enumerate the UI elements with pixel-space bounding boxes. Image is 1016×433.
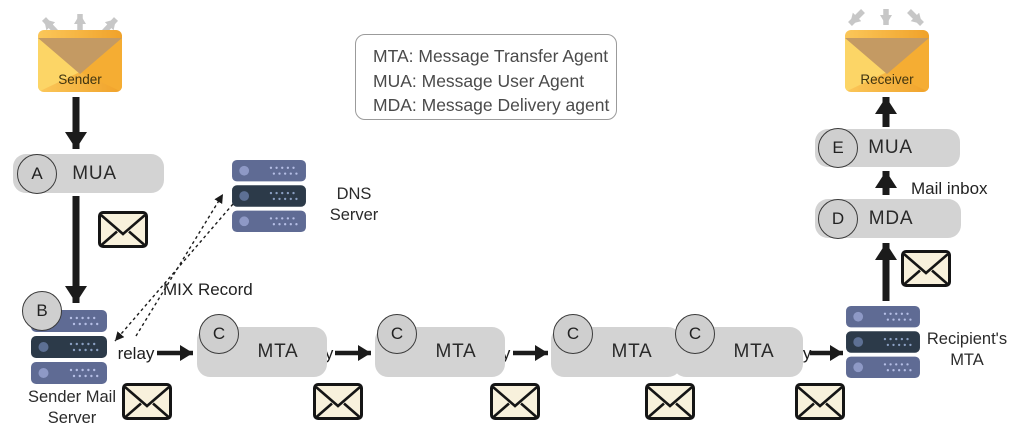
dns-query-arrow: [135, 193, 224, 337]
dns-server-caption: DNS Server: [329, 185, 379, 224]
server-unit: [846, 356, 920, 378]
badge-c-2-letter: C: [390, 324, 404, 343]
mua-a-label: MUA: [72, 162, 117, 184]
server-unit: [232, 210, 306, 232]
envelope-icon: [795, 383, 845, 420]
envelope-icon: [122, 383, 172, 420]
recipient-mta-server-icon: [846, 306, 920, 378]
mta-4-label: MTA: [733, 341, 775, 362]
receiver-incoming-arrow-right: [907, 9, 924, 26]
legend-line-mta: MTA: Message Transfer Agent: [373, 46, 609, 66]
mta-3-label: MTA: [611, 341, 653, 362]
server-unit: [31, 336, 107, 358]
sender-envelope-icon: [38, 30, 122, 92]
server-unit: [232, 160, 306, 182]
legend-line-mda: MDA: Message Delivery agent: [373, 95, 610, 115]
receiver-label: Receiver: [860, 72, 914, 87]
badge-e: E: [818, 128, 858, 168]
badge-c-4: C: [675, 314, 715, 354]
envelope-icon: [490, 383, 540, 420]
badge-b: B: [22, 291, 62, 331]
sender-label: Sender: [58, 72, 102, 87]
badge-c-3: C: [553, 314, 593, 354]
sender-mail-server-caption: Sender Mail Server: [27, 388, 117, 427]
receiver-envelope: Receiver: [845, 30, 929, 92]
recipient-mta-caption: Recipient's MTA: [926, 330, 1008, 369]
badge-d: D: [818, 199, 858, 239]
server-unit: [846, 306, 920, 328]
mta-1-label: MTA: [257, 341, 299, 362]
badge-d-letter: D: [831, 209, 845, 228]
receiver-envelope-icon: [845, 30, 929, 92]
badge-e-letter: E: [832, 138, 844, 157]
server-unit: [846, 331, 920, 353]
badge-c-2: C: [377, 314, 417, 354]
mda-d-label: MDA: [868, 207, 914, 229]
badge-b-letter: B: [36, 301, 48, 320]
mail-inbox-label: Mail inbox: [911, 179, 988, 198]
mta-2-label: MTA: [435, 341, 477, 362]
envelope-icon: [98, 211, 148, 248]
mua-e-label: MUA: [868, 137, 913, 158]
relay-label-1: relay: [117, 344, 155, 363]
dns-response-arrow: [114, 203, 234, 342]
mix-record-label: MIX Record: [163, 280, 253, 299]
envelope-icon: [313, 383, 363, 420]
server-unit: [232, 185, 306, 207]
legend-box: MTA: Message Transfer Agent MUA: Message…: [355, 34, 617, 120]
legend-line-mua: MUA: Message User Agent: [373, 70, 585, 91]
dns-server-icon: [232, 160, 306, 232]
badge-a-letter: A: [31, 164, 43, 183]
badge-c-1: C: [199, 314, 239, 354]
sender-envelope: Sender: [38, 30, 122, 92]
envelope-icon: [645, 383, 695, 420]
badge-c-3-letter: C: [566, 324, 580, 343]
envelope-icon: [901, 250, 951, 287]
badge-c-4-letter: C: [688, 324, 702, 343]
badge-c-1-letter: C: [212, 324, 226, 343]
badge-a: A: [17, 154, 57, 194]
server-unit: [31, 362, 107, 384]
receiver-incoming-arrow-left: [848, 9, 865, 26]
